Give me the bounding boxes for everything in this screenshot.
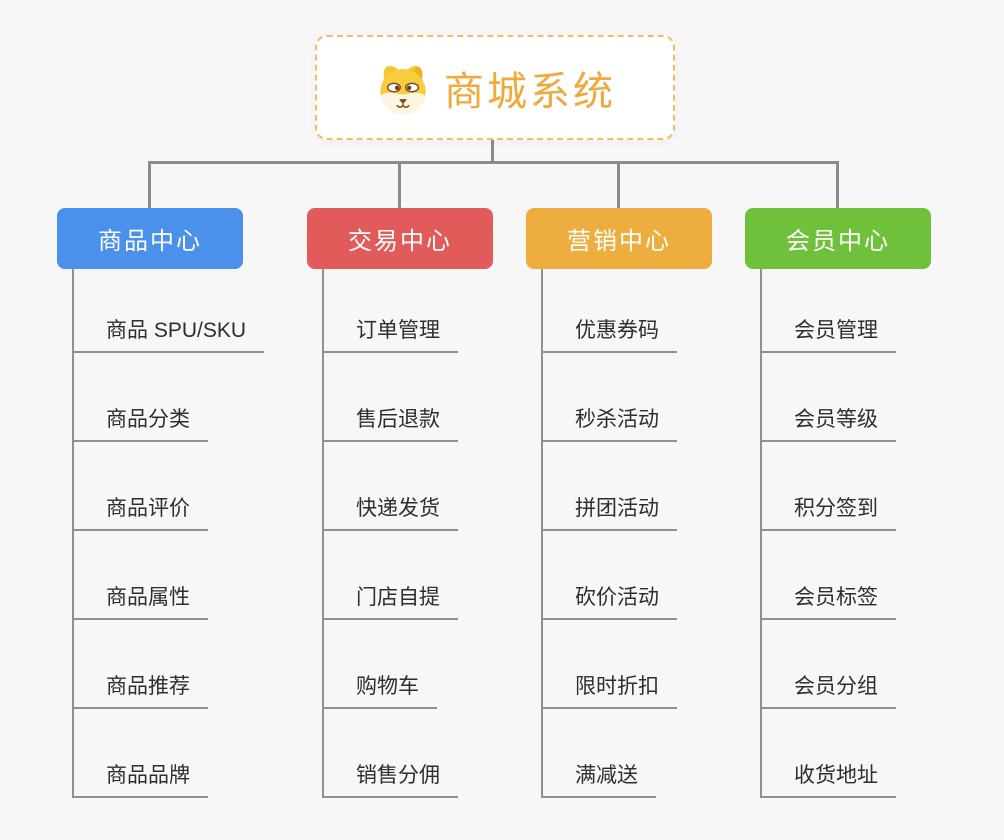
leaf-node-member-center-1[interactable]: 会员等级: [762, 403, 896, 442]
leaf-row: 门店自提: [324, 531, 458, 620]
branch-node-marketing-center[interactable]: 营销中心: [526, 208, 712, 269]
branch-node-product-center[interactable]: 商品中心: [57, 208, 243, 269]
leaf-node-marketing-center-2[interactable]: 拼团活动: [543, 492, 677, 531]
leaf-node-member-center-5[interactable]: 收货地址: [762, 759, 896, 798]
leaf-row: 会员等级: [762, 353, 896, 442]
root-title: 商城系统: [444, 69, 616, 114]
leaf-node-member-center-4[interactable]: 会员分组: [762, 670, 896, 709]
branch-node-member-center[interactable]: 会员中心: [745, 208, 931, 269]
leaf-row: 会员管理: [762, 269, 896, 353]
branch-node-trade-center[interactable]: 交易中心: [307, 208, 493, 269]
leaf-node-marketing-center-4[interactable]: 限时折扣: [543, 670, 677, 709]
leaf-node-marketing-center-5[interactable]: 满减送: [543, 759, 656, 798]
leaf-node-trade-center-2[interactable]: 快递发货: [324, 492, 458, 531]
leaf-row: 售后退款: [324, 353, 458, 442]
branch-label: 交易中心: [348, 228, 452, 255]
leaf-row: 积分签到: [762, 442, 896, 531]
branch-children: 订单管理 售后退款 快递发货 门店自提 购物车 销售分佣: [322, 269, 458, 798]
branch-product-center: 商品中心 商品 SPU/SKU 商品分类 商品评价 商品属性 商品推荐 商品品牌: [57, 208, 265, 798]
branch-children: 优惠券码 秒杀活动 拼团活动 砍价活动 限时折扣 满减送: [541, 269, 677, 798]
connector-bus: [148, 161, 839, 164]
connector-drop-1: [148, 161, 151, 208]
leaf-row: 优惠券码: [543, 269, 677, 353]
leaf-node-marketing-center-0[interactable]: 优惠券码: [543, 314, 677, 353]
leaf-node-product-center-2[interactable]: 商品评价: [74, 492, 208, 531]
leaf-row: 限时折扣: [543, 620, 677, 709]
leaf-node-product-center-0[interactable]: 商品 SPU/SKU: [74, 314, 265, 353]
leaf-row: 砍价活动: [543, 531, 677, 620]
connector-root-stub: [491, 140, 494, 163]
leaf-row: 拼团活动: [543, 442, 677, 531]
leaf-node-trade-center-3[interactable]: 门店自提: [324, 581, 458, 620]
root-node[interactable]: 商城系统: [315, 35, 675, 140]
branch-marketing-center: 营销中心 优惠券码 秒杀活动 拼团活动 砍价活动 限时折扣 满减送: [526, 208, 712, 798]
connector-drop-4: [836, 161, 839, 208]
leaf-row: 会员标签: [762, 531, 896, 620]
leaf-row: 秒杀活动: [543, 353, 677, 442]
leaf-row: 快递发货: [324, 442, 458, 531]
leaf-row: 商品推荐: [74, 620, 264, 709]
shiba-dog-icon: [380, 65, 426, 114]
branch-label: 商品中心: [98, 228, 202, 255]
branch-member-center: 会员中心 会员管理 会员等级 积分签到 会员标签 会员分组 收货地址: [745, 208, 931, 798]
leaf-row: 会员分组: [762, 620, 896, 709]
leaf-node-product-center-5[interactable]: 商品品牌: [74, 759, 208, 798]
leaf-node-member-center-3[interactable]: 会员标签: [762, 581, 896, 620]
leaf-node-product-center-3[interactable]: 商品属性: [74, 581, 208, 620]
branch-children: 会员管理 会员等级 积分签到 会员标签 会员分组 收货地址: [760, 269, 896, 798]
leaf-row: 销售分佣: [324, 709, 458, 798]
leaf-node-product-center-4[interactable]: 商品推荐: [74, 670, 208, 709]
connector-drop-2: [398, 161, 401, 208]
leaf-row: 商品评价: [74, 442, 264, 531]
leaf-row: 商品 SPU/SKU: [74, 269, 265, 353]
leaf-node-member-center-2[interactable]: 积分签到: [762, 492, 896, 531]
leaf-node-trade-center-0[interactable]: 订单管理: [324, 314, 458, 353]
leaf-row: 商品分类: [74, 353, 264, 442]
leaf-node-trade-center-5[interactable]: 销售分佣: [324, 759, 458, 798]
leaf-node-trade-center-4[interactable]: 购物车: [324, 670, 437, 709]
leaf-node-member-center-0[interactable]: 会员管理: [762, 314, 896, 353]
leaf-row: 商品品牌: [74, 709, 264, 798]
leaf-node-marketing-center-1[interactable]: 秒杀活动: [543, 403, 677, 442]
leaf-row: 购物车: [324, 620, 458, 709]
connector-drop-3: [617, 161, 620, 208]
leaf-row: 收货地址: [762, 709, 896, 798]
leaf-row: 商品属性: [74, 531, 264, 620]
leaf-row: 订单管理: [324, 269, 458, 353]
leaf-node-trade-center-1[interactable]: 售后退款: [324, 403, 458, 442]
leaf-node-product-center-1[interactable]: 商品分类: [74, 403, 208, 442]
branch-trade-center: 交易中心 订单管理 售后退款 快递发货 门店自提 购物车 销售分佣: [307, 208, 493, 798]
branch-label: 会员中心: [786, 228, 890, 255]
leaf-node-marketing-center-3[interactable]: 砍价活动: [543, 581, 677, 620]
branch-children: 商品 SPU/SKU 商品分类 商品评价 商品属性 商品推荐 商品品牌: [72, 269, 265, 798]
leaf-row: 满减送: [543, 709, 677, 798]
branch-label: 营销中心: [567, 228, 671, 255]
